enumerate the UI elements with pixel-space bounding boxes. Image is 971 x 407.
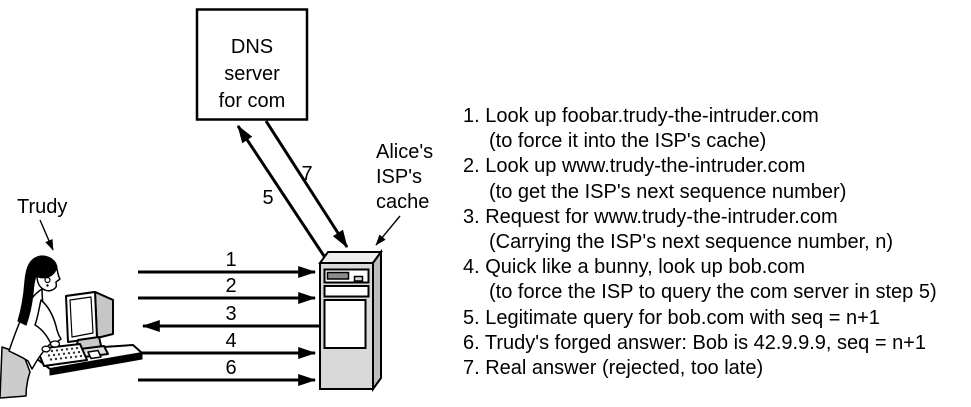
step-2-note: (to get the ISP's next sequence number) — [489, 180, 847, 203]
dns-server-box: DNS server for com — [195, 8, 309, 121]
step-4-text: 4. Quick like a bunny, look up bob.com — [463, 256, 806, 279]
arrow-label-7: 7 — [301, 163, 312, 185]
tower-side-face — [372, 248, 382, 393]
arrow-label-3: 3 — [225, 303, 236, 325]
keyboard-keys — [45, 346, 83, 361]
step-5-text: 5. Legitimate query for bob.com with seq… — [463, 306, 880, 329]
trudy-pointer-arrow — [39, 219, 54, 251]
step-4-note: (to force the ISP to query the com serve… — [489, 281, 937, 304]
arrow-label-6: 6 — [225, 357, 236, 379]
step-7-text: 7. Real answer (rejected, too late) — [463, 357, 764, 380]
step-item-2: 2. Look up www.trudy-the-intruder.com (t… — [463, 154, 937, 204]
dns-box-label-line1: DNS — [231, 36, 273, 58]
step-item-5: 5. Legitimate query for bob.com with seq… — [463, 306, 937, 331]
query-arrows-dns — [236, 120, 349, 260]
step-item-3: 3. Request for www.trudy-the-intruder.co… — [463, 205, 937, 255]
monitor-screen — [69, 296, 94, 338]
step-6-text: 6. Trudy's forged answer: Bob is 42.9.9.… — [463, 331, 926, 354]
isp-cache-label-line1: Alice's — [376, 141, 433, 163]
mouse — [87, 349, 102, 360]
trudy-label-group: Trudy — [17, 196, 67, 251]
isp-cache-label-line2: ISP's — [376, 166, 422, 188]
trudy-ear — [44, 276, 51, 284]
arrow-label-1: 1 — [225, 249, 236, 271]
desk-front-edge — [49, 352, 143, 376]
isp-cache-pointer-arrow — [375, 215, 401, 246]
step-item-4: 4. Quick like a bunny, look up bob.com (… — [463, 255, 937, 305]
dns-box-label-line3: for com — [219, 90, 286, 112]
attack-diagram: DNS server for com 5 7 Alice's ISP's cac… — [0, 8, 433, 399]
query-arrows-isp — [138, 266, 320, 386]
arrow-label-5: 5 — [262, 187, 273, 209]
arrow-label-2: 2 — [225, 275, 236, 297]
isp-cache-label-line3: cache — [376, 191, 429, 213]
trudy-hand-left — [41, 345, 51, 353]
arrow-7 — [264, 120, 349, 249]
step-1-note: (to force it into the ISP's cache) — [489, 130, 767, 153]
tower-floppy-slot — [326, 271, 350, 280]
trudy-figure — [0, 255, 143, 399]
tower-top-face — [318, 251, 383, 264]
step-3-text: 3. Request for www.trudy-the-intruder.co… — [463, 205, 838, 228]
dns-box-label-line2: server — [224, 63, 280, 85]
tower-drive-bay-2 — [323, 285, 370, 298]
step-2-text: 2. Look up www.trudy-the-intruder.com — [463, 155, 806, 178]
arrow-label-4: 4 — [225, 330, 236, 352]
trudy-earring — [46, 284, 49, 287]
trudy-hand-right — [49, 340, 61, 348]
tower-front-panel — [323, 299, 367, 349]
step-1-text: 1. Look up foobar.trudy-the-intruder.com — [463, 105, 819, 127]
step-3-note: (Carrying the ISP's next sequence number… — [489, 231, 894, 254]
arrow-5 — [236, 124, 328, 260]
tower-eject-button — [353, 275, 364, 282]
isp-cache-tower — [318, 248, 383, 393]
steps-list: 1. Look up foobar.trudy-the-intruder.com… — [463, 104, 937, 381]
step-item-1: 1. Look up foobar.trudy-the-intruder.com… — [463, 104, 937, 154]
isp-cache-label: Alice's ISP's cache — [375, 141, 433, 246]
trudy-hair — [17, 255, 58, 326]
step-item-6: 6. Trudy's forged answer: Bob is 42.9.9.… — [463, 331, 937, 356]
trudy-label: Trudy — [17, 196, 67, 218]
step-item-7: 7. Real answer (rejected, too late) — [463, 356, 937, 381]
